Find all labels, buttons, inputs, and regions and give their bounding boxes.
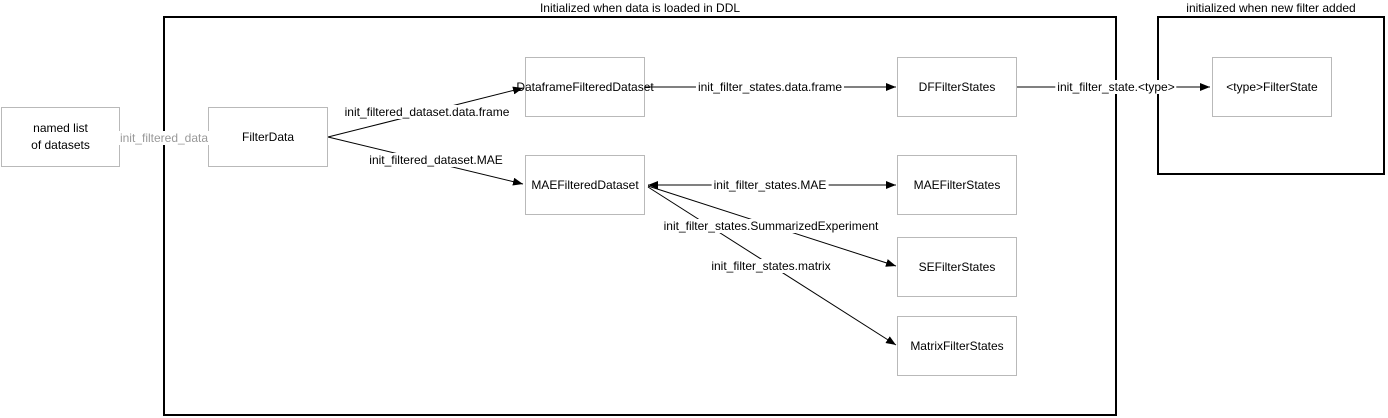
edge-label-init-filter-states-data-frame: init_filter_states.data.frame [695,80,845,94]
node-filter-data: FilterData [208,107,328,167]
filter-group-title: initialized when new filter added [1186,1,1356,15]
node-mae-filtered-dataset: MAEFilteredDataset [525,155,645,215]
node-dataframe-filtered-dataset: DataframeFilteredDataset [516,57,654,117]
ddl-group-container [163,16,1117,416]
node-mae-filter-states: MAEFilterStates [897,155,1017,215]
edge-label-init-filtered-data: init_filtered_data [117,131,211,145]
node-named-list-of-datasets: named list of datasets [1,107,120,167]
named-list-line1: named list [33,120,88,135]
node-matrix-filter-states: MatrixFilterStates [897,316,1017,376]
edge-label-init-filter-state-type: init_filter_state.<type> [1055,80,1177,94]
named-list-line2: of datasets [31,138,90,152]
edge-label-init-filter-states-matrix: init_filter_states.matrix [709,259,833,273]
node-se-filter-states: SEFilterStates [897,237,1017,297]
ddl-group-title: Initialized when data is loaded in DDL [539,1,741,15]
edge-label-init-filtered-dataset-data-frame: init_filtered_dataset.data.frame [342,105,512,119]
node-df-filter-states: DFFilterStates [897,57,1017,117]
node-type-filter-state: <type>FilterState [1212,57,1332,117]
edge-label-init-filtered-dataset-mae: init_filtered_dataset.MAE [367,153,505,167]
edge-label-init-filter-states-mae: init_filter_states.MAE [711,178,829,192]
filter-group-container [1157,16,1385,175]
edge-label-init-filter-states-summarized-experiment: init_filter_states.SummarizedExperiment [661,219,881,233]
